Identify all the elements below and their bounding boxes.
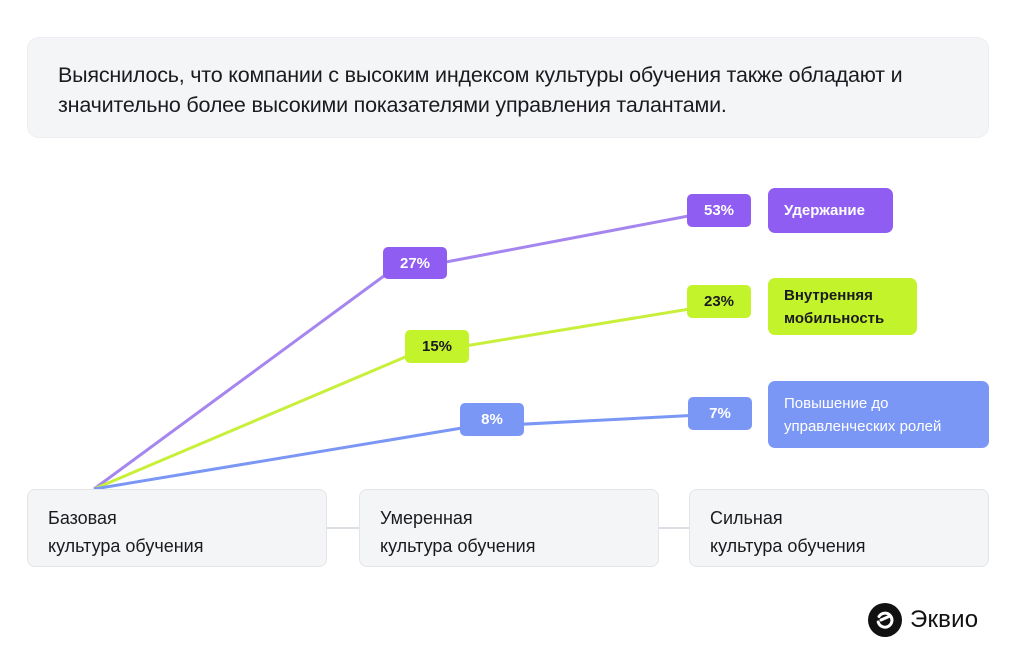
legend-promotion: Повышение до управленческих ролей: [768, 381, 989, 448]
stage-moderate-line2: культура обучения: [380, 536, 536, 556]
stage-basic: Базовая культура обучения: [27, 489, 327, 567]
legend-mobility-line2: мобильность: [784, 309, 885, 327]
stage-connector: [658, 527, 689, 529]
mobility-moderate-value: 15%: [405, 330, 469, 363]
ekvio-logo-icon: [868, 603, 902, 637]
legend-mobility: Внутренняя мобильность: [768, 278, 917, 335]
stage-moderate: Умеренная культура обучения: [359, 489, 659, 567]
legend-mobility-line1: Внутренняя: [784, 286, 873, 304]
legend-promotion-line1: Повышение до: [784, 394, 889, 412]
stage-basic-line2: культура обучения: [48, 536, 204, 556]
legend-promotion-line2: управленческих ролей: [784, 417, 942, 435]
legend-retention-label: Удержание: [784, 202, 865, 219]
stage-basic-line1: Базовая: [48, 508, 117, 528]
logo-text: Эквио: [910, 606, 979, 633]
legend-retention: Удержание: [768, 188, 893, 233]
headline: Выяснилось, что компании с высоким индек…: [58, 63, 903, 117]
retention-strong-value: 53%: [687, 194, 751, 227]
stage-strong-line2: культура обучения: [710, 536, 866, 556]
stage-strong-line1: Сильная: [710, 508, 783, 528]
promotion-strong-value: 7%: [688, 397, 752, 430]
stage-connector: [327, 527, 359, 529]
header-card: Выяснилось, что компании с высоким индек…: [27, 37, 989, 138]
stage-moderate-line1: Умеренная: [380, 508, 473, 528]
promotion-moderate-value: 8%: [460, 403, 524, 436]
stage-strong: Сильная культура обучения: [689, 489, 989, 567]
promotion-line: [93, 412, 721, 491]
retention-moderate-value: 27%: [383, 247, 447, 279]
brand-logo: Эквио: [868, 602, 978, 638]
mobility-strong-value: 23%: [687, 285, 751, 318]
